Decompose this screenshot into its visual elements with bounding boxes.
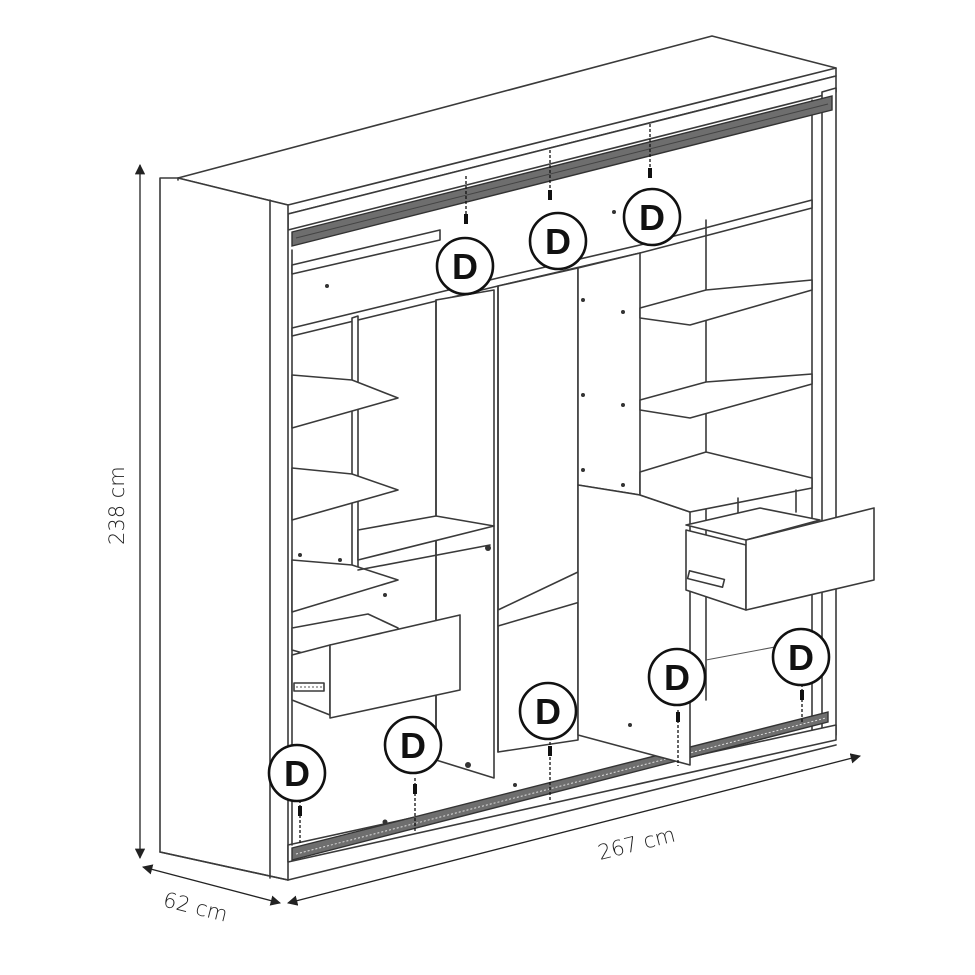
callout-d-bottom-5: D xyxy=(771,627,831,687)
callout-d-bottom-3: D xyxy=(518,681,578,741)
svg-text:D: D xyxy=(664,657,690,698)
dimension-depth: 62 cm xyxy=(141,864,282,927)
screw-marks xyxy=(298,124,804,845)
svg-text:D: D xyxy=(639,197,665,238)
depth-label: 62 cm xyxy=(161,888,230,927)
height-label: 238 cm xyxy=(105,466,129,545)
left-side-panel xyxy=(159,177,289,881)
dimension-height: 238 cm xyxy=(105,163,146,860)
svg-text:D: D xyxy=(788,637,814,678)
callouts: D D D D D D D D xyxy=(267,187,831,803)
svg-text:D: D xyxy=(452,246,478,287)
callout-d-bottom-1: D xyxy=(267,743,327,803)
svg-text:D: D xyxy=(400,725,426,766)
right-drawer xyxy=(685,507,875,611)
callout-d-bottom-2: D xyxy=(383,715,443,775)
callout-d-top-1: D xyxy=(435,236,495,296)
svg-text:D: D xyxy=(545,221,571,262)
left-drawer xyxy=(291,613,461,719)
width-label: 267 cm xyxy=(595,823,677,865)
svg-text:D: D xyxy=(535,691,561,732)
callout-d-top-3: D xyxy=(622,187,682,247)
callout-d-top-2: D xyxy=(528,211,588,271)
callout-d-bottom-4: D xyxy=(647,647,707,707)
svg-text:D: D xyxy=(284,753,310,794)
